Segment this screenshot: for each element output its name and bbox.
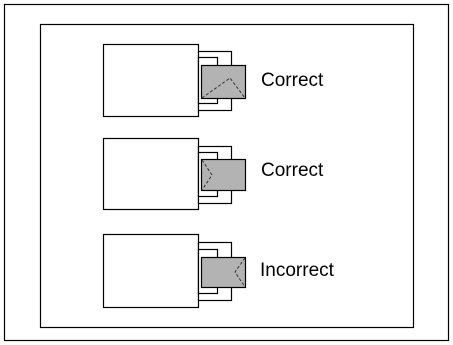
fold-marks-dashed	[201, 159, 213, 191]
inserted-part	[200, 158, 247, 192]
fold-marks-dashed	[201, 77, 246, 99]
example-row-2: Correct	[102, 137, 324, 211]
inserted-part	[200, 256, 247, 289]
example-label-1: Correct	[261, 70, 324, 91]
example-label-3: Incorrect	[260, 260, 335, 281]
example-row-1: Correct	[102, 43, 324, 118]
inserted-part	[200, 64, 247, 100]
example-row-3: Incorrect	[102, 233, 335, 309]
main-box	[102, 233, 200, 309]
example-label-2: Correct	[261, 160, 324, 181]
fold-marks-dashed	[234, 257, 246, 288]
main-box	[102, 43, 200, 118]
main-box	[102, 137, 200, 211]
